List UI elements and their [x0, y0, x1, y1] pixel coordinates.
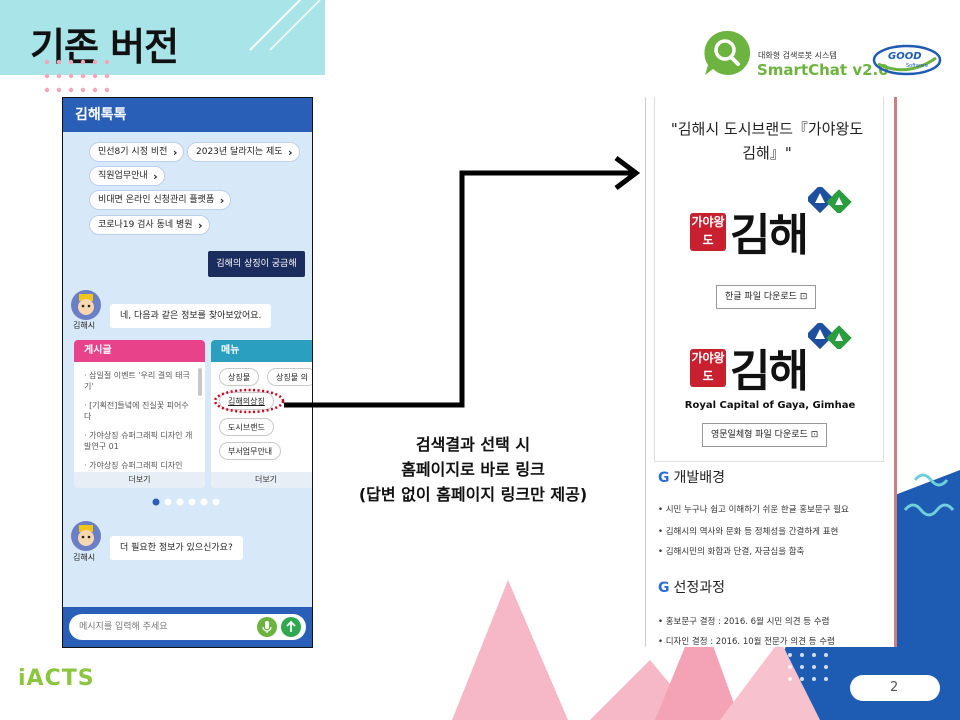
chatbot-phone-screen: 김해톡톡 민선8기 시정 비전 2023년 달라지는 제도 직원업무안내 비대면…: [62, 97, 313, 648]
g-bullet-icon: G: [658, 580, 670, 596]
brand-small-text: 가야왕도: [690, 213, 726, 251]
caption-line: 검색결과 선택 시: [415, 435, 531, 454]
menu-card-title: 메뉴: [211, 340, 312, 362]
message-input[interactable]: [79, 618, 249, 636]
smartchat-name: SmartChat v2.0: [757, 61, 889, 79]
microphone-button[interactable]: [257, 617, 277, 637]
section-bullet: • 디자인 결정 : 2016. 10월 전문가 의견 등 수렴: [658, 637, 835, 647]
posts-scrollbar[interactable]: [198, 368, 202, 396]
section-bullet: • 김해시민의 화합과 단결, 자긍심을 함축: [658, 547, 805, 557]
post-item-label: [기획전]들녘에 진실꽃 피어수다: [84, 401, 189, 421]
bullet-text: 디자인 결정 : 2016. 10월 전문가 의견 등 수렴: [665, 637, 835, 647]
brand-box: [654, 97, 884, 462]
bot-avatar: [71, 290, 101, 320]
brand-english-text: Royal Capital of Gaya, Gimhae: [684, 400, 856, 411]
english-download-button[interactable]: 영문일체형 파일 다운로드 ⊡: [702, 423, 828, 447]
hangul-download-label: 한글 파일 다운로드: [725, 292, 797, 302]
page-number: 2: [890, 680, 899, 695]
post-item-label: 가야상징 슈퍼그래픽 디자인: [89, 461, 183, 470]
caption-line: 홈페이지로 바로 링크: [401, 460, 545, 479]
post-item-label: 삼일절 이벤트 '우리 결의 태극기': [84, 371, 190, 391]
section-title-text: 선정과정: [673, 580, 726, 596]
highlight-oval: [213, 388, 285, 414]
gaya-brand-logo-english: 가야왕도 김해: [690, 323, 852, 399]
bot-message-bubble: 더 필요한 정보가 있으신가요?: [110, 536, 243, 560]
caption-line: (답변 없이 홈페이지 링크만 제공): [358, 485, 588, 504]
english-download-label: 영문일체형 파일 다운로드: [711, 430, 808, 440]
menu-chip-highlighted[interactable]: 김해의상징: [219, 392, 274, 410]
user-message-bubble: 김해의 상징이 궁금해: [208, 251, 305, 277]
suggestion-chip[interactable]: 민선8기 시정 비전: [89, 142, 185, 162]
slide-title: 기존 버전: [30, 25, 179, 69]
posts-result-card: 게시글 · 삼일절 이벤트 '우리 결의 태극기' · [기획전]들녘에 진실꽃…: [74, 340, 205, 488]
posts-card-title: 게시글: [74, 340, 205, 362]
section-bullet: • 홍보문구 결정 : 2016. 6월 시민 의견 등 수렴: [658, 617, 830, 627]
posts-more-button[interactable]: 더보기: [74, 472, 205, 488]
bot-message-bubble: 네, 다음과 같은 정보를 찾아보았어요.: [110, 304, 272, 328]
suggestion-chip[interactable]: 비대면 온라인 신청관리 플랫폼: [89, 190, 232, 210]
chat-input-bar: [63, 607, 312, 647]
menu-result-card: 메뉴 상징물 상징물 의 김해의상징 도시브랜드 부서업무안내 더보기: [211, 340, 312, 488]
good-text: GOOD: [888, 51, 922, 62]
menu-chip[interactable]: 상징물: [219, 368, 260, 386]
smartchat-subtitle: 대화형 검색로봇 시스템: [758, 51, 837, 60]
title-band: [0, 0, 325, 75]
good-sub: Software: [906, 63, 929, 69]
download-icon: ⊡: [810, 430, 819, 440]
post-item[interactable]: · [기획전]들녘에 진실꽃 피어수다: [84, 401, 189, 421]
suggestion-chip[interactable]: 직원업무안내: [89, 166, 165, 186]
menu-chip[interactable]: 부서업무안내: [219, 442, 282, 460]
bot-avatar: [71, 521, 101, 551]
arrow-up-icon: [286, 620, 296, 632]
suggestion-chip[interactable]: 코로나19 검사 동네 병원: [89, 215, 210, 235]
section-bullet: • 시민 누구나 쉽고 이해하기 쉬운 한글 홍보문구 필요: [658, 505, 849, 515]
brand-big-text: 김해: [730, 210, 809, 261]
g-bullet-icon: G: [658, 470, 670, 486]
decorative-lines: [249, 0, 321, 51]
post-item[interactable]: · 가야상징 슈퍼그래픽 디자인: [84, 461, 183, 470]
menu-more-button[interactable]: 더보기: [211, 472, 312, 488]
bullet-text: 홍보문구 결정 : 2016. 6월 시민 의견 등 수렴: [665, 617, 830, 627]
menu-chip[interactable]: 상징물 의: [267, 368, 312, 386]
chat-input-box: [69, 614, 306, 640]
bullet-text: 김해시민의 화합과 단결, 자긍심을 함축: [665, 547, 805, 557]
microphone-icon: [262, 621, 272, 633]
brand-tree-mark-icon: [808, 187, 852, 213]
connector-arrow: [284, 156, 641, 408]
dot-grid-decoration: [44, 59, 110, 93]
bullet-text: 시민 누구나 쉽고 이해하기 쉬운 한글 홍보문구 필요: [665, 505, 849, 515]
brand-small-text: 가야왕도: [690, 349, 726, 387]
send-button[interactable]: [281, 617, 301, 637]
suggestion-chip[interactable]: 2023년 달라지는 제도: [187, 142, 300, 162]
section-title-text: 개발배경: [673, 470, 726, 486]
download-icon: ⊡: [799, 292, 808, 302]
section-bullet: • 김해시의 역사와 문화 등 정체성을 간결하게 표현: [658, 527, 839, 537]
slide-caption: 검색결과 선택 시 홈페이지로 바로 링크 (답변 없이 홈페이지 링크만 제공…: [308, 432, 638, 507]
chat-header-title: 김해톡톡: [63, 98, 312, 132]
bot-name: 김해시: [73, 321, 96, 330]
smartchat-logo-icon: [704, 30, 751, 75]
carousel-dots[interactable]: [151, 497, 223, 507]
page-number-pill: [850, 675, 940, 701]
website-title: "김해시 도시브랜드『가야왕도 김해』": [670, 120, 864, 162]
good-software-logo: GOOD Software: [872, 42, 942, 78]
website-screen: "김해시 도시브랜드『가야왕도 김해』" 가야왕도 김해 한글 파일 다운로드 …: [645, 97, 897, 647]
footer-brand: iACTS: [18, 666, 95, 691]
brand-big-text: 김해: [730, 346, 809, 397]
gaya-brand-logo: 가야왕도 김해: [690, 187, 852, 267]
bullet-text: 김해시의 역사와 문화 등 정체성을 간결하게 표현: [665, 527, 839, 537]
post-item-label: 가야상징 슈퍼그래픽 디자인 개발연구 01: [84, 431, 193, 451]
menu-chip[interactable]: 도시브랜드: [219, 418, 274, 436]
post-item[interactable]: · 삼일절 이벤트 '우리 결의 태극기': [84, 371, 190, 391]
brand-tree-mark-icon: [808, 323, 852, 349]
hangul-download-button[interactable]: 한글 파일 다운로드 ⊡: [716, 285, 817, 309]
bot-name: 김해시: [73, 553, 96, 562]
post-item[interactable]: · 가야상징 슈퍼그래픽 디자인 개발연구 01: [84, 431, 193, 451]
